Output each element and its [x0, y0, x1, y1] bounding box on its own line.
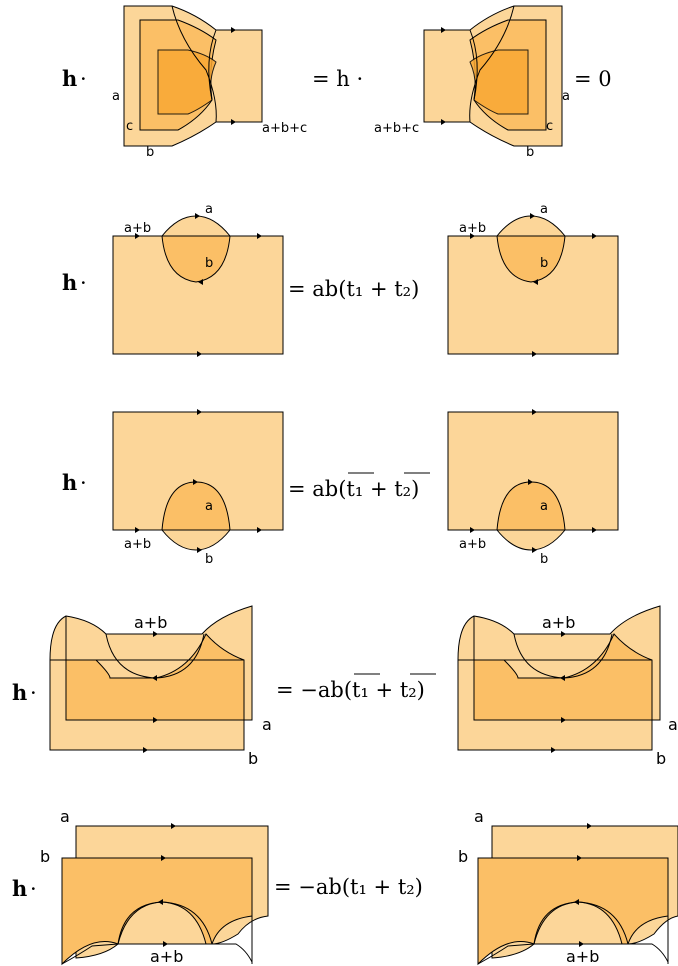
- equals-zero: = 0: [574, 67, 612, 91]
- equation: = ab(t₁ + t₂): [288, 477, 419, 501]
- label-a: a: [205, 202, 213, 217]
- label-c: c: [126, 119, 133, 134]
- label-b: b: [248, 749, 258, 768]
- dot: ·: [30, 877, 37, 901]
- row2-right-foam: [447, 213, 619, 357]
- row4-left-foam: [49, 605, 253, 753]
- label-c-right: c: [546, 119, 553, 134]
- label-abc: a+b+c: [262, 121, 307, 136]
- row5-right-foam: [477, 823, 678, 966]
- label-a: a: [262, 715, 272, 734]
- dot: ·: [80, 271, 87, 295]
- label-b-right: b: [540, 552, 548, 567]
- label-ab: a+b: [150, 947, 183, 966]
- h-symbol: h: [12, 876, 27, 901]
- label-ab-right: a+b: [459, 221, 486, 236]
- row2: h · a+b a b = ab(t₁ + t₂) a+b a b: [62, 202, 619, 357]
- label-a-right: a: [540, 499, 548, 514]
- h-symbol: h: [62, 470, 77, 495]
- row2-left-foam: [112, 213, 284, 357]
- label-a: a: [60, 807, 70, 826]
- label-b: b: [146, 145, 154, 160]
- label-ab-right: a+b: [566, 947, 599, 966]
- row1-right-foam: [423, 5, 563, 147]
- row1-left-foam: [123, 5, 263, 147]
- label-b-right: b: [540, 256, 548, 271]
- row3-left-foam: [112, 409, 284, 553]
- equation: = −ab(t₁ + t₂): [276, 678, 425, 702]
- label-a-right: a: [540, 202, 548, 217]
- label-a-right: a: [562, 89, 570, 104]
- label-b-right: b: [458, 847, 468, 866]
- h-symbol: h: [12, 680, 27, 705]
- label-b: b: [205, 552, 213, 567]
- row4: h · a+b a b = −ab(t₁ + t₂): [12, 605, 678, 768]
- dot: ·: [80, 471, 87, 495]
- label-b-right: b: [526, 145, 534, 160]
- label-a: a: [112, 89, 120, 104]
- equals-h: = h ·: [312, 67, 363, 91]
- label-ab-right: a+b: [459, 537, 486, 552]
- label-a: a: [205, 499, 213, 514]
- row3-right-foam: [447, 409, 619, 553]
- row5: h · a b a+b = −ab(t₁ + t₂): [12, 807, 678, 966]
- label-ab-right: a+b: [542, 613, 575, 632]
- label-b: b: [205, 256, 213, 271]
- label-a-right: a: [474, 807, 484, 826]
- label-b-right: b: [656, 749, 666, 768]
- label-ab: a+b: [134, 613, 167, 632]
- label-abc-right: a+b+c: [374, 121, 419, 136]
- equation: = ab(t₁ + t₂): [288, 277, 419, 301]
- row5-left-foam: [61, 823, 269, 966]
- label-a-right: a: [668, 715, 678, 734]
- label-b: b: [40, 847, 50, 866]
- h-symbol: h: [62, 270, 77, 295]
- row3: h · a+b a b = ab(t₁ + t₂) a+b: [62, 409, 619, 567]
- dot: ·: [30, 681, 37, 705]
- label-ab: a+b: [124, 221, 151, 236]
- dot: ·: [80, 67, 87, 91]
- h-symbol: h: [62, 66, 77, 91]
- label-ab: a+b: [124, 537, 151, 552]
- row1: h · a c b a+b+c = h · a+b+c a c b: [62, 5, 612, 160]
- equation: = −ab(t₁ + t₂): [274, 875, 423, 899]
- row4-right-foam: [457, 605, 661, 753]
